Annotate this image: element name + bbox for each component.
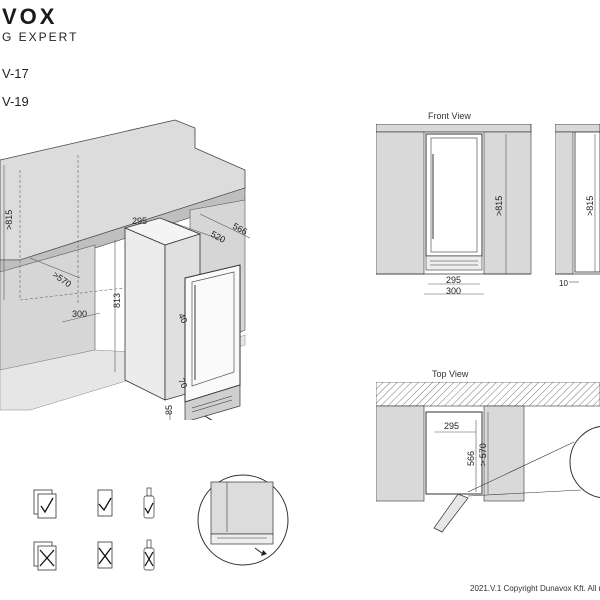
dim-unit-height: 813 (112, 293, 122, 308)
fridge-check-icon (97, 489, 113, 517)
dim-cabinet-height: >815 (4, 210, 14, 230)
fridge-cross-icon (97, 541, 113, 569)
brand-tagline: G EXPERT (2, 30, 79, 44)
top-dim-depth: 566 (466, 451, 476, 466)
dim-hinge-gap: 40 (176, 312, 189, 325)
wine-bottle-check-icon (143, 487, 155, 519)
model-name-2: V-19 (2, 94, 29, 109)
plinth-detail-circle (197, 474, 289, 566)
front-dim-inner-width: 295 (446, 275, 461, 285)
top-view-title: Top View (432, 369, 469, 379)
front-dim-outer-width: 300 (446, 286, 461, 296)
dim-plinth: 85 (164, 405, 174, 415)
document-cross-icon (33, 541, 57, 571)
front-dim-height: >815 (494, 196, 504, 216)
top-dim-width: 295 (444, 421, 459, 431)
top-dim-min-depth: > 570 (478, 443, 488, 466)
top-view-drawing: 295 566 > 570 (376, 382, 600, 533)
model-name-1: V-17 (2, 66, 29, 81)
side-dim-gap: 10 (559, 279, 568, 288)
installation-guidelines-icons (33, 487, 155, 571)
isometric-installation-drawing: >815 >570 300 295 520 566 813 40 70 85 (0, 119, 251, 420)
side-dim-height: >815 (585, 196, 595, 216)
dim-toe-gap: 70 (176, 377, 189, 390)
brand-logo-text: VOX (2, 4, 58, 29)
side-view-drawing: >815 10 (555, 124, 600, 288)
document-check-icon (33, 489, 57, 519)
wine-bottle-cross-icon (143, 539, 155, 571)
front-view-title: Front View (428, 111, 471, 121)
dim-unit-width: 295 (132, 216, 147, 226)
front-view-drawing: >815 295 300 (376, 124, 532, 296)
footer-copyright: 2021.V.1 Copyright Dunavox Kft. All ri (470, 584, 600, 593)
dim-cabinet-width: 300 (72, 309, 87, 319)
